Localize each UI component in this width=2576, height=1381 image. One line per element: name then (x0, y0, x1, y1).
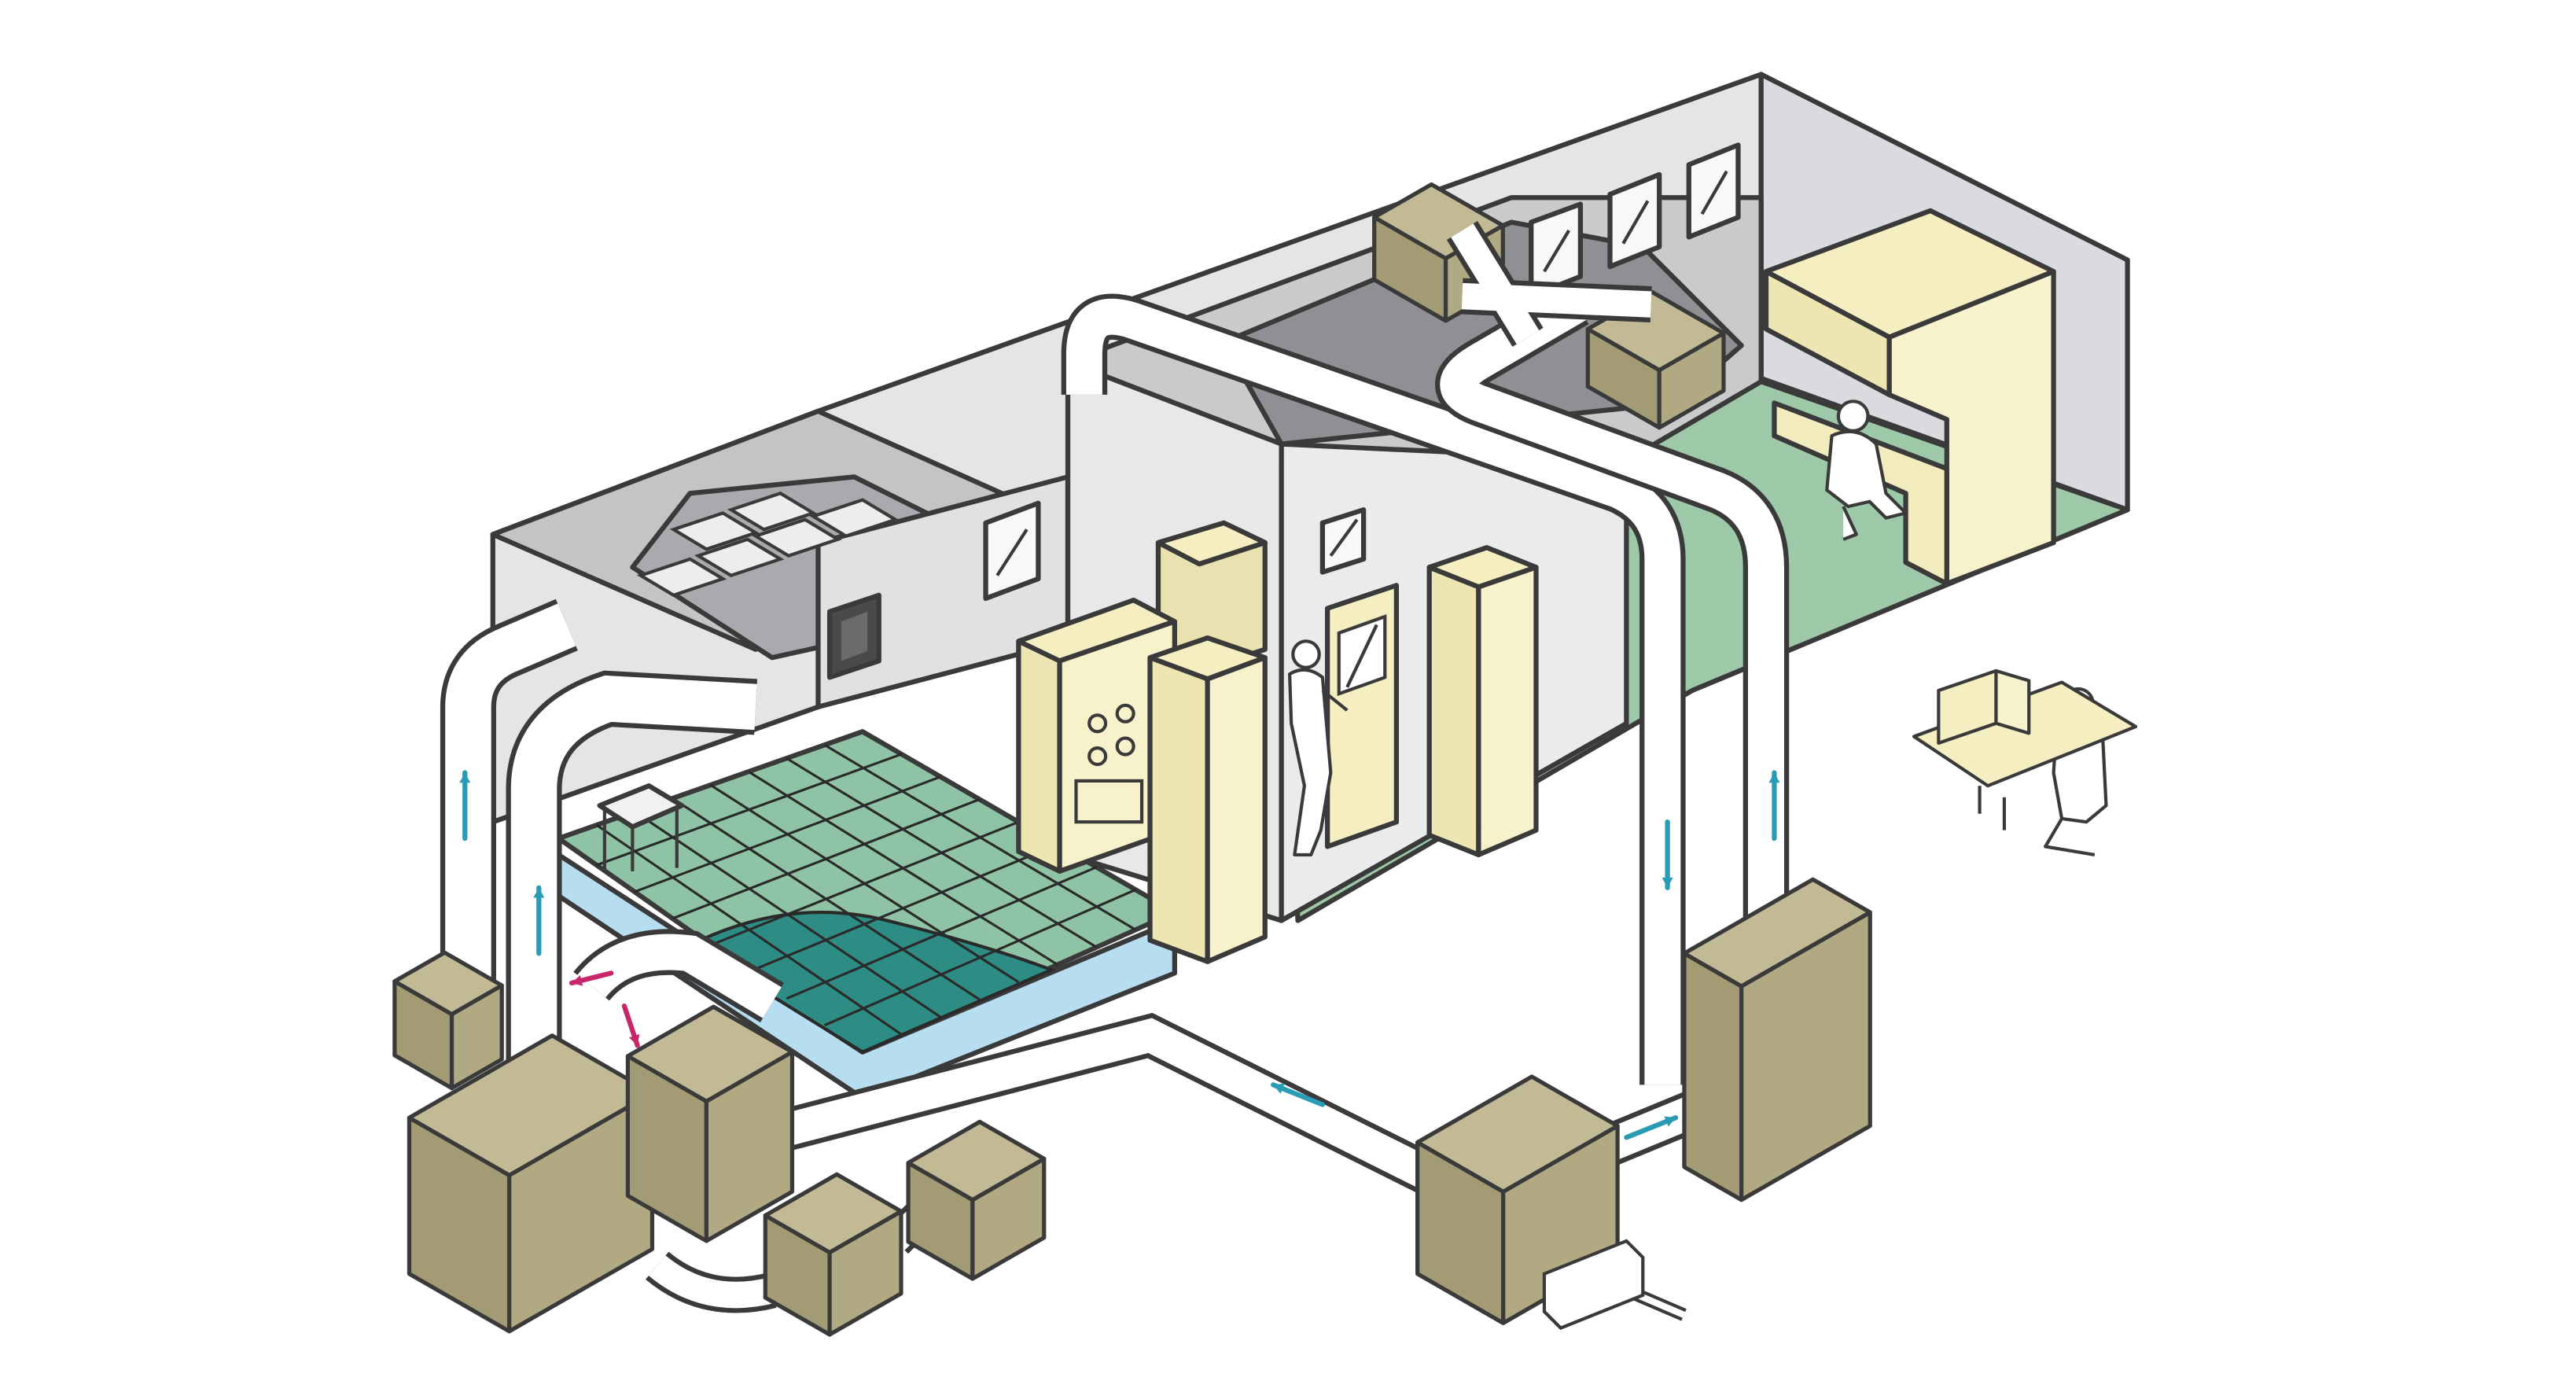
server-cabinet-icon (1426, 545, 1539, 858)
hvac-unit-icon (906, 1119, 1047, 1281)
person-icon (1825, 400, 1908, 541)
side-table (597, 783, 685, 871)
tile-grid-line (823, 888, 1136, 1027)
floor-cutaway (686, 911, 1056, 1054)
air-intake-grille (1542, 1239, 1645, 1331)
window-icon (1319, 507, 1367, 575)
window-icon (1686, 142, 1741, 240)
tile-grid-line (748, 843, 1058, 974)
server-cabinet-icon (1147, 635, 1268, 964)
equipment (597, 208, 2056, 964)
airflow-arrow-icon (1271, 1082, 1326, 1107)
hvac-unit-icon (1682, 877, 1872, 1202)
tile-grid-line (748, 770, 1058, 966)
tile-grid-line (786, 757, 1098, 948)
wall-control-panel (826, 592, 881, 680)
person-icon (1288, 639, 1349, 857)
ceiling-light-panel-icon (727, 491, 818, 532)
window-icon (1607, 171, 1662, 270)
airflow-arrow-icon (1624, 1115, 1679, 1140)
tile-grid-line (823, 743, 1137, 931)
hvac-units-front (392, 877, 1872, 1337)
people (1288, 400, 2138, 857)
hvac-unit-icon (763, 1172, 903, 1337)
ceiling-light-panel-icon (669, 511, 760, 551)
airflow-arrow-icon (621, 1004, 640, 1048)
office-workstation (1763, 208, 2056, 587)
ceiling-light-panel-icon (694, 537, 785, 578)
ceiling-light-panel-icon (809, 498, 900, 538)
airflow-arrows (459, 770, 1780, 1140)
ceiling-light-panels (636, 491, 900, 598)
airflow-arrow-icon (533, 885, 545, 956)
window-icon (1529, 201, 1584, 299)
hvac-unit-icon (625, 1004, 795, 1243)
ceiling-light-panel-icon (636, 557, 727, 598)
airflow-arrow-icon (459, 770, 471, 841)
window-icon (983, 500, 1041, 602)
airflow-arrow-icon (1662, 819, 1673, 890)
clean-room-door (1325, 583, 1400, 849)
windows (983, 142, 1741, 602)
tile-grid-line (786, 866, 1098, 1000)
server-cabinet-icon (1155, 520, 1268, 674)
hvac-unit-icon (392, 950, 504, 1091)
airflow-arrow-icon (1768, 770, 1780, 841)
server-cabinet-icon (1016, 597, 1177, 874)
computer-terminal-icon (1912, 668, 2138, 830)
tile-grid-line (710, 820, 1019, 947)
airflow-arrow-icon (569, 970, 614, 986)
tile-grid-lines (595, 743, 1137, 1036)
ceiling-light-panel-icon (752, 517, 842, 558)
